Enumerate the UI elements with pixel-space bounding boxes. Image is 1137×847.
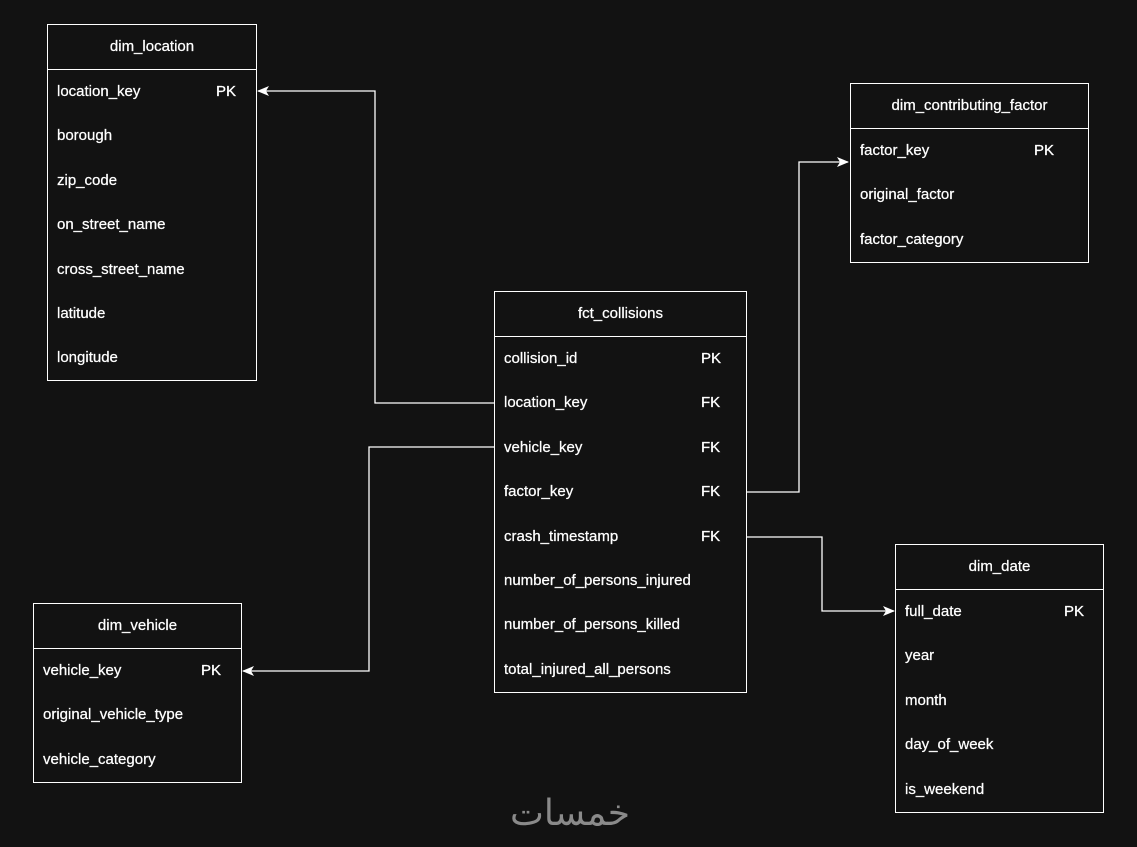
field-name: month <box>905 691 947 709</box>
primary-key-badge: PK <box>1064 603 1085 620</box>
field-name: factor_category <box>860 230 964 248</box>
field-row[interactable]: vehicle_key FK <box>495 426 746 470</box>
primary-key-badge: PK <box>201 662 222 679</box>
foreign-key-badge: FK <box>701 394 721 412</box>
watermark-logo: خمسات <box>509 793 631 834</box>
field-name: original_vehicle_type <box>43 706 184 724</box>
field-row[interactable]: year <box>896 634 1103 678</box>
primary-key-badge: PK <box>216 83 237 100</box>
field-name: is_weekend <box>905 780 985 798</box>
table-fct-collisions[interactable]: fct_collisions collision_id PK location_k… <box>494 291 747 693</box>
field-row[interactable]: vehicle_key PK <box>34 649 241 693</box>
field-row[interactable]: full_date PK <box>896 590 1103 634</box>
foreign-key-badge: FK <box>701 527 721 545</box>
field-row[interactable]: collision_id PK <box>495 337 746 381</box>
field-name: factor_key <box>504 483 574 501</box>
field-name: location_key <box>504 394 588 412</box>
field-name: location_key <box>57 83 141 100</box>
field-name: longitude <box>57 349 118 367</box>
primary-key-badge: PK <box>701 350 722 367</box>
link-location-key <box>257 86 494 404</box>
field-name: year <box>905 647 935 665</box>
table-title: dim_date <box>896 545 1103 590</box>
field-row[interactable]: on_street_name <box>48 203 256 247</box>
table-title: fct_collisions <box>495 292 746 337</box>
field-name: vehicle_key <box>43 662 122 679</box>
field-row[interactable]: factor_category <box>851 218 1088 262</box>
field-row[interactable]: original_vehicle_type <box>34 693 241 737</box>
field-row[interactable]: month <box>896 679 1103 723</box>
field-row[interactable]: number_of_persons_injured <box>495 559 746 603</box>
field-row[interactable]: original_factor <box>851 173 1088 217</box>
link-factor-key <box>747 157 849 493</box>
field-name: number_of_persons_injured <box>504 571 691 589</box>
table-dim-vehicle[interactable]: dim_vehicle vehicle_key PK original_vehic… <box>33 603 242 783</box>
field-name: zip_code <box>57 171 118 189</box>
field-name: latitude <box>57 304 106 322</box>
field-name: vehicle_key <box>504 438 583 456</box>
field-row[interactable]: borough <box>48 114 256 158</box>
table-dim-date[interactable]: dim_date full_date PK year month day_of_w… <box>895 544 1104 813</box>
link-date-key <box>747 536 895 616</box>
field-row[interactable]: crash_timestamp FK <box>495 515 746 559</box>
field-name: collision_id <box>504 350 578 367</box>
table-dim-location[interactable]: dim_location location_key PK borough zip_… <box>47 24 257 381</box>
field-row[interactable]: total_injured_all_persons <box>495 648 746 692</box>
field-name: factor_key <box>860 142 930 159</box>
link-vehicle-key <box>242 446 494 676</box>
field-row[interactable]: location_key PK <box>48 70 256 114</box>
table-title: dim_contributing_factor <box>851 84 1088 129</box>
field-name: day_of_week <box>905 736 994 754</box>
field-row[interactable]: factor_key PK <box>851 129 1088 173</box>
table-title: dim_location <box>48 25 256 70</box>
field-name: borough <box>57 127 113 145</box>
primary-key-badge: PK <box>1034 142 1055 159</box>
field-row[interactable]: latitude <box>48 292 256 336</box>
table-dim-contributing-factor[interactable]: dim_contributing_factor factor_key PK ori… <box>850 83 1089 263</box>
field-row[interactable]: vehicle_category <box>34 738 241 782</box>
field-name: total_injured_all_persons <box>504 660 671 678</box>
field-row[interactable]: longitude <box>48 336 256 380</box>
field-row[interactable]: location_key FK <box>495 381 746 425</box>
field-row[interactable]: factor_key FK <box>495 470 746 514</box>
field-name: vehicle_category <box>43 750 156 768</box>
field-name: crash_timestamp <box>504 527 619 545</box>
field-row[interactable]: day_of_week <box>896 723 1103 767</box>
field-name: full_date <box>905 603 962 620</box>
field-name: number_of_persons_killed <box>504 616 680 634</box>
field-row[interactable]: number_of_persons_killed <box>495 603 746 647</box>
field-row[interactable]: cross_street_name <box>48 248 256 292</box>
field-name: on_street_name <box>57 216 166 234</box>
field-row[interactable]: zip_code <box>48 159 256 203</box>
foreign-key-badge: FK <box>701 483 721 501</box>
field-row[interactable]: is_weekend <box>896 768 1103 812</box>
table-title: dim_vehicle <box>34 604 241 649</box>
foreign-key-badge: FK <box>701 438 721 456</box>
field-name: original_factor <box>860 186 955 204</box>
field-name: cross_street_name <box>57 260 185 278</box>
